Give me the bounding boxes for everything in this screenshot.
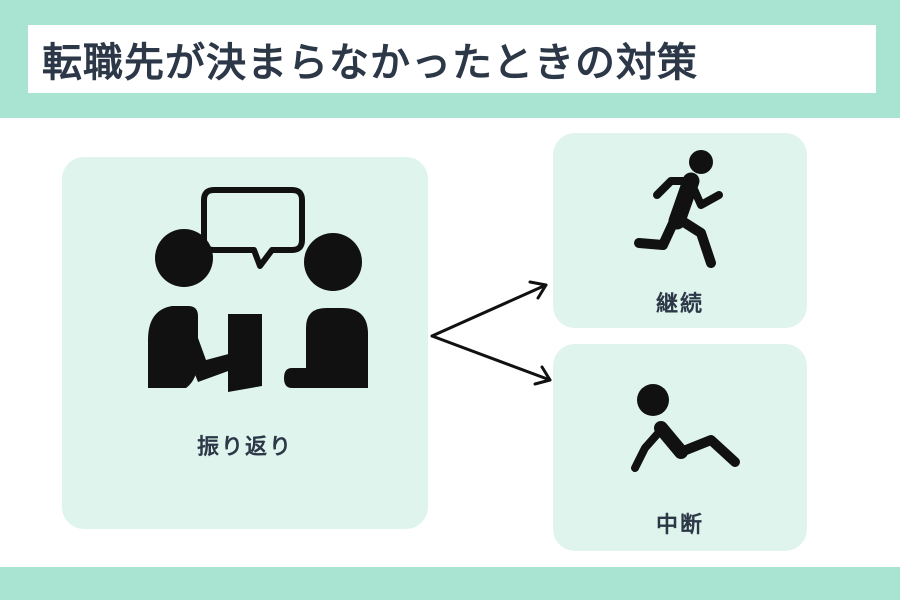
running-person-icon	[634, 150, 723, 268]
title-band: 転職先が決まらなかったときの対策	[0, 0, 900, 118]
arrow-to-continue	[430, 283, 548, 338]
arrow-head-bottom	[533, 365, 552, 386]
reflection-card: 振り返り	[62, 157, 428, 529]
reflection-label: 振り返り	[196, 435, 293, 460]
arrow-to-pause	[430, 334, 552, 382]
pause-label: 中断	[655, 513, 704, 538]
page-title: 転職先が決まらなかったときの対策	[42, 40, 698, 86]
footer-band	[0, 567, 900, 600]
sitting-person-icon	[631, 384, 740, 472]
arrow-head-top	[528, 280, 548, 300]
pause-card: 中断	[553, 344, 807, 551]
two-people-talking-icon	[148, 187, 368, 392]
title-box: 転職先が決まらなかったときの対策	[28, 25, 876, 93]
continue-card: 継続	[553, 133, 807, 328]
continue-label: 継続	[655, 292, 704, 317]
